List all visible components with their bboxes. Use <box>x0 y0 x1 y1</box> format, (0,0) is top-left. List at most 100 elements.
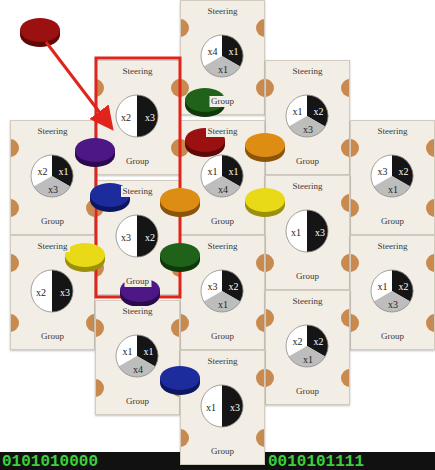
dial-value: x1 <box>206 402 216 413</box>
disc-top <box>160 188 200 212</box>
dial-value: x3 <box>208 281 218 292</box>
dial-value: x4 <box>218 184 228 195</box>
game-disc <box>120 278 160 307</box>
wood-dot <box>350 139 359 157</box>
wood-dot <box>341 369 350 387</box>
game-disc <box>160 243 200 272</box>
dial-sector <box>286 210 307 252</box>
wood-dot <box>341 309 350 327</box>
dial-rim <box>116 95 158 137</box>
tile-heading: Steering <box>206 6 240 17</box>
tile-heading: Steering <box>36 126 70 137</box>
wood-dot <box>10 139 19 157</box>
dial-sector <box>307 210 328 252</box>
game-pieces <box>20 18 285 395</box>
dial-value: x1 <box>228 166 238 177</box>
disc-top <box>245 133 285 157</box>
tile-heading: Steering <box>206 126 240 137</box>
dial-sector <box>201 385 222 427</box>
wood-dot <box>86 314 95 332</box>
dial-sector <box>222 385 243 427</box>
disc-top <box>65 243 105 267</box>
tile-footer: Group <box>209 331 236 342</box>
tile-heading: Steering <box>121 186 155 197</box>
code-text: 0010101111 <box>268 453 364 470</box>
tile-heading: Steering <box>376 126 410 137</box>
tile-footer: Group <box>209 446 236 457</box>
game-disc <box>245 133 285 162</box>
wood-dot <box>426 314 435 332</box>
wood-dot <box>256 314 265 332</box>
tile-heading: Steering <box>291 296 325 307</box>
tile-heading: Steering <box>291 181 325 192</box>
dial-sector <box>137 95 158 137</box>
dial-rim <box>286 325 328 367</box>
wood-dot <box>350 254 359 272</box>
tile-heading: Steering <box>291 66 325 77</box>
dial-value: x1 <box>208 166 218 177</box>
dial-value: x2 <box>145 232 155 243</box>
wood-dot <box>171 319 180 337</box>
tile-footer: Group <box>379 216 406 227</box>
move-arrow <box>46 42 110 126</box>
dial-value: x1 <box>293 106 303 117</box>
board-tile: Steeringx1x3Group <box>180 350 265 465</box>
dial-rim <box>201 155 243 197</box>
wood-dot <box>265 254 274 272</box>
wood-dot <box>256 429 265 447</box>
dial-value: x3 <box>303 124 313 135</box>
wood-dot <box>341 79 350 97</box>
tile-heading: Steering <box>121 306 155 317</box>
tile-footer: Group <box>124 396 151 407</box>
dial-value: x3 <box>121 232 131 243</box>
dial-sector <box>374 291 410 312</box>
wood-dot <box>10 199 19 217</box>
disc-top <box>185 128 225 152</box>
dial-sector <box>116 215 137 257</box>
dial-sector <box>204 176 240 197</box>
wood-dot <box>426 254 435 272</box>
dial-rim <box>201 385 243 427</box>
dial-rim <box>286 95 328 137</box>
wood-dot <box>265 309 274 327</box>
game-disc <box>20 18 60 47</box>
dial-value: x3 <box>145 112 155 123</box>
dial-rim <box>201 270 243 312</box>
tile-footer: Group <box>379 331 406 342</box>
tile-footer: Group <box>294 386 321 397</box>
dial-sector <box>289 116 325 137</box>
tile-heading: Steering <box>206 356 240 367</box>
wood-dot <box>265 369 274 387</box>
wood-dot <box>341 254 350 272</box>
dial-value: x3 <box>48 184 58 195</box>
tile-footer: Group <box>294 156 321 167</box>
dial-rim <box>286 210 328 252</box>
game-disc <box>160 188 200 217</box>
dial-rim <box>31 270 73 312</box>
dial-sector <box>116 95 137 137</box>
dial-sector <box>31 270 52 312</box>
disc-top <box>75 138 115 162</box>
wood-dot <box>426 139 435 157</box>
board-tile: Steeringx3x2x1Group <box>350 120 435 235</box>
dial-value: x2 <box>121 112 131 123</box>
dial-value: x2 <box>228 281 238 292</box>
dial-rim <box>31 155 73 197</box>
dial-rim <box>371 270 413 312</box>
wood-dot <box>256 254 265 272</box>
dial-rim <box>201 35 243 77</box>
dial-value: x1 <box>218 299 228 310</box>
game-disc <box>65 243 105 272</box>
dial-value: x3 <box>378 166 388 177</box>
dial-rim <box>116 335 158 377</box>
dial-sector <box>52 270 73 312</box>
game-disc <box>160 366 200 395</box>
tile-footer: Group <box>209 216 236 227</box>
tile-footer: Group <box>294 271 321 282</box>
tile-heading: Steering <box>36 241 70 252</box>
tile-footer: Group <box>39 331 66 342</box>
wood-dot <box>426 199 435 217</box>
disc-top <box>245 188 285 212</box>
